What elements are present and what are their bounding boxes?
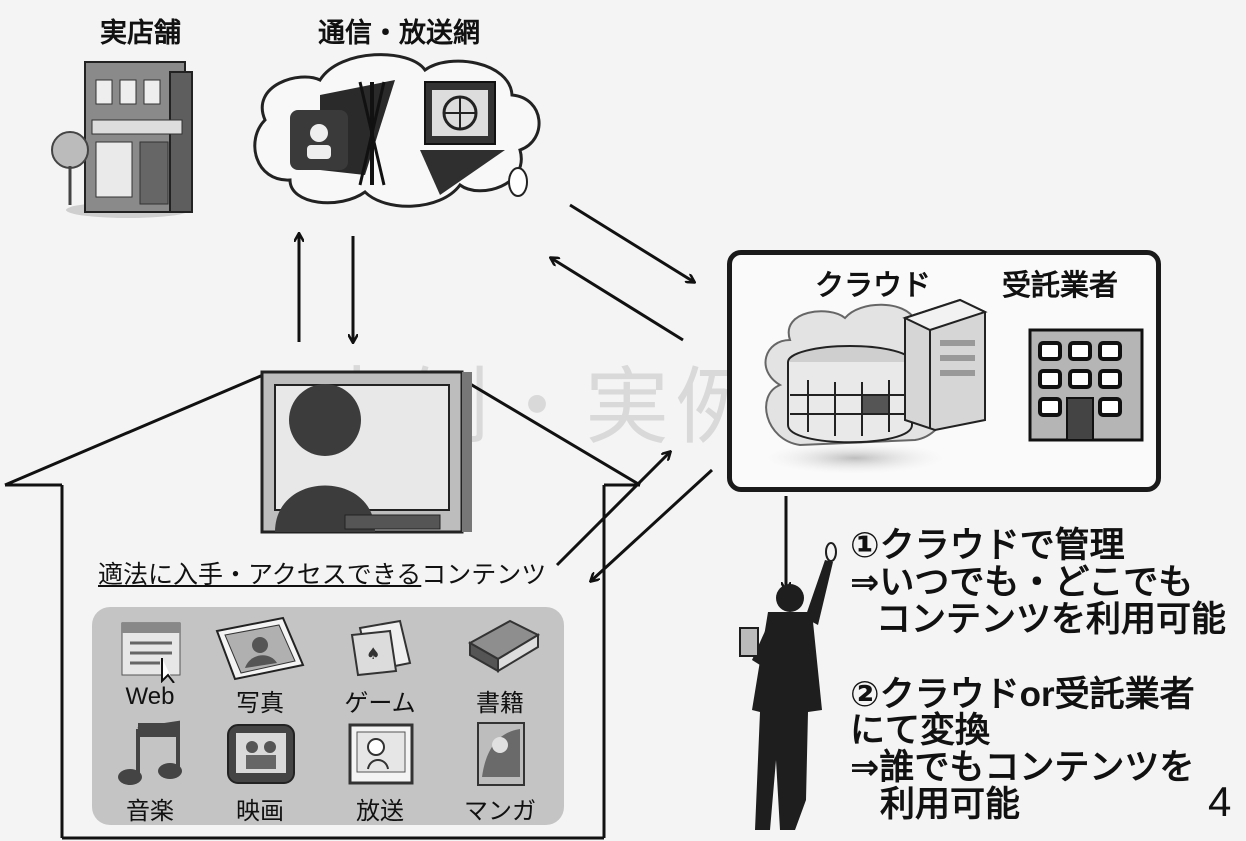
photo-icon (215, 616, 305, 681)
arrow-network-to-cloud (569, 203, 694, 282)
content-item-photo: 写真 (210, 613, 310, 717)
network-cloud-icon (253, 53, 541, 208)
arrow-cloud-to-network (551, 258, 684, 342)
content-item-manga: マンガ (450, 717, 550, 825)
svg-text:♠: ♠ (366, 644, 380, 663)
contractor-label: 受託業者 (1002, 268, 1119, 302)
tv-icon (348, 723, 414, 785)
network-label: 通信・放送網 (318, 18, 480, 49)
store-label: 実店舗 (100, 18, 181, 49)
pc-user-icon (260, 370, 472, 534)
store-building-icon (51, 61, 193, 218)
content-item-book: 書籍 (450, 613, 550, 717)
book-icon (467, 619, 541, 673)
flow-arrows (299, 203, 786, 590)
note-2-contractor: 受託業者 (1054, 675, 1195, 715)
content-caption: ゲーム (344, 690, 416, 717)
content-caption: 放送 (356, 798, 404, 825)
content-item-music: 音楽 (100, 717, 200, 825)
web-icon (121, 622, 181, 683)
note-2-line-4: 利用可能 (880, 785, 1021, 825)
content-panel: Web 写真 ♠ ゲーム 書籍 (92, 607, 564, 825)
note-1-line-1: ①クラウドで管理 (850, 526, 1125, 566)
cloud-label: クラウド (815, 268, 932, 302)
cards-icon: ♠ (350, 619, 412, 677)
page-number: 4 (1208, 778, 1232, 825)
arrow-house-to-cloud (555, 452, 670, 567)
note-2-line-2: にて変換 (850, 711, 991, 751)
note-1-line-3: コンテンツを利用可能 (876, 600, 1227, 640)
music-note-icon (118, 720, 182, 785)
content-label-underlined: 適法に入手・アクセスできる (98, 560, 422, 589)
note-2-line-3: ⇒誰でもコンテンツを (850, 748, 1195, 788)
note-2-line-1: ②クラウドor受託業者 (850, 676, 1195, 714)
content-caption: 書籍 (476, 690, 524, 717)
content-caption: 映画 (236, 798, 284, 825)
arrow-cloud-to-house (591, 468, 714, 581)
content-caption: マンガ (464, 798, 536, 825)
contractor-building-icon (1028, 328, 1144, 442)
cloud-database-icon (764, 298, 988, 474)
content-caption: 写真 (236, 690, 284, 717)
person-silhouette-icon (739, 542, 837, 830)
content-item-web: Web (100, 613, 200, 717)
film-icon (227, 724, 295, 784)
note-2-cloud: ②クラウド (850, 675, 1020, 715)
content-caption: Web (125, 683, 175, 710)
content-item-movie: 映画 (210, 717, 310, 825)
manga-icon (477, 722, 525, 786)
content-label: 適法に入手・アクセスできるコンテンツ (98, 555, 546, 591)
content-label-rest: コンテンツ (421, 560, 547, 589)
content-item-game: ♠ ゲーム (330, 613, 430, 717)
content-caption: 音楽 (126, 798, 174, 825)
note-1-line-2: ⇒いつでも・どこでも (850, 563, 1194, 603)
note-2-or: or (1019, 675, 1055, 714)
content-item-broadcast: 放送 (330, 717, 430, 825)
